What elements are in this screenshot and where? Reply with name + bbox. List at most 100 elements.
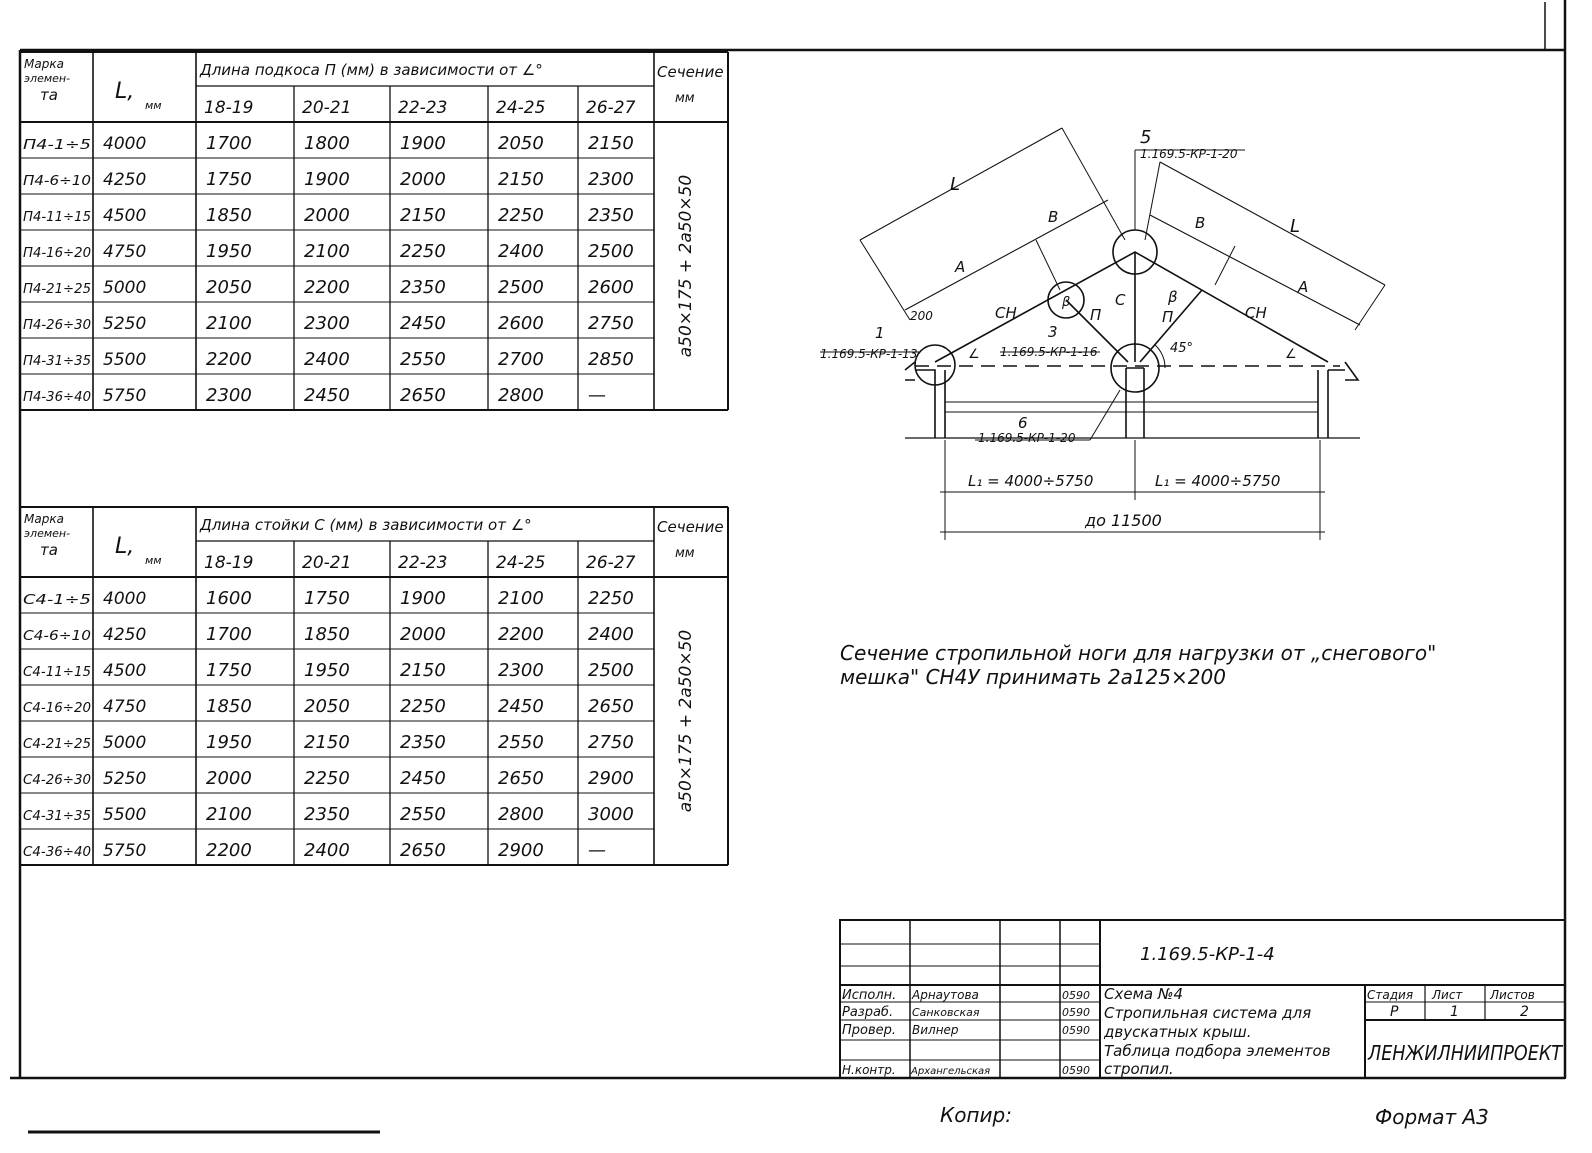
organization-name: ЛЕНЖИЛНИИПРОЕКТ xyxy=(1367,1041,1563,1065)
row-value: 1700 xyxy=(206,624,252,645)
row-value: 2450 xyxy=(400,768,446,789)
row-value: 2550 xyxy=(400,804,446,825)
header-l: L, xyxy=(115,534,134,559)
row-value: 2500 xyxy=(588,241,634,262)
section-value: а50×175 + 2а50×50 xyxy=(676,175,696,358)
row-value: 2350 xyxy=(304,804,350,825)
row-value: 1950 xyxy=(304,660,350,681)
copied-label: Копир: xyxy=(940,1103,1012,1127)
row-value: 2900 xyxy=(588,768,634,789)
label-CH-left: СН xyxy=(995,304,1017,322)
row-length: 4750 xyxy=(103,697,146,717)
row-mark: П4-16÷20 xyxy=(23,246,91,261)
label-P-left: П xyxy=(1090,306,1101,324)
row-value: 2750 xyxy=(588,732,634,753)
ref-bottom: 1.169.5-КР-1-20 xyxy=(978,431,1076,445)
label-alpha-right: ∠ xyxy=(1285,347,1297,362)
row-value: 2200 xyxy=(206,840,252,861)
row-value: 2650 xyxy=(588,696,634,717)
section-value: а50×175 + 2а50×50 xyxy=(676,630,696,813)
row-length: 4500 xyxy=(103,206,146,226)
row-value: 2350 xyxy=(400,732,446,753)
format-label: Формат А3 xyxy=(1375,1105,1489,1129)
row-value: 2300 xyxy=(206,385,252,406)
ref-mid: 1.169.5-КР-1-16 xyxy=(1000,345,1098,359)
name-2: Санковская xyxy=(912,1006,980,1019)
section-note: Сечение стропильной ноги для нагрузки от… xyxy=(840,641,1436,689)
row-value: 1850 xyxy=(206,205,252,226)
row-value: 2350 xyxy=(588,205,634,226)
row-value: 2800 xyxy=(498,385,544,406)
label-200: 200 xyxy=(910,309,933,323)
label-B-left: В xyxy=(1048,208,1058,226)
sheets-label: Листов xyxy=(1489,988,1535,1002)
name-4: Архангельская xyxy=(910,1066,990,1077)
row-value: 2200 xyxy=(206,349,252,370)
row-value: 2850 xyxy=(588,349,634,370)
row-value: 2100 xyxy=(304,241,350,262)
row-value: 2250 xyxy=(400,696,446,717)
callout-1: 1 xyxy=(875,324,885,342)
row-value: 2400 xyxy=(498,241,544,262)
row-length: 5500 xyxy=(103,805,146,825)
row-value: 2250 xyxy=(304,768,350,789)
row-value: 2150 xyxy=(304,732,350,753)
header-mark-line-1: Марка xyxy=(24,512,64,526)
sheets-value: 2 xyxy=(1520,1004,1529,1020)
row-value: 2400 xyxy=(304,349,350,370)
row-value: 2650 xyxy=(498,768,544,789)
label-beta-left: β xyxy=(1061,295,1070,310)
dim-right: L₁ = 4000÷5750 xyxy=(1155,472,1280,490)
header-group-title: Длина стойки С (мм) в зависимости от ∠° xyxy=(199,516,532,534)
row-value: 1600 xyxy=(206,588,252,609)
row-value: 1900 xyxy=(304,169,350,190)
row-mark: С4-11÷15 xyxy=(23,665,91,680)
row-value: 2000 xyxy=(400,624,446,645)
row-mark: П4-11÷15 xyxy=(23,210,91,225)
title-line-1: Схема №4 xyxy=(1104,985,1183,1003)
row-value: 2100 xyxy=(206,313,252,334)
angle-range-0: 18-19 xyxy=(204,98,253,118)
row-value: 2300 xyxy=(498,660,544,681)
row-length: 4750 xyxy=(103,242,146,262)
angle-range-2: 22-23 xyxy=(398,98,447,118)
label-CH-right: СН xyxy=(1245,304,1267,322)
role-3: Провер. xyxy=(842,1023,896,1038)
label-45: 45° xyxy=(1170,341,1193,356)
row-mark: П4-36÷40 xyxy=(23,390,91,405)
row-value: 2300 xyxy=(588,169,634,190)
row-value: 2650 xyxy=(400,840,446,861)
row-length: 4500 xyxy=(103,661,146,681)
role-4: Н.контр. xyxy=(842,1063,896,1077)
row-value: 2000 xyxy=(206,768,252,789)
header-mark-line-2: элемен- xyxy=(24,72,70,85)
name-3: Вилнер xyxy=(912,1023,959,1037)
title-line-5: стропил. xyxy=(1104,1060,1174,1078)
row-length: 4250 xyxy=(103,625,146,645)
drawing-code: 1.169.5-КР-1-4 xyxy=(1140,944,1275,965)
date-3: 0590 xyxy=(1062,1024,1090,1037)
callout-3: 3 xyxy=(1048,323,1058,341)
header-mark-line-3: та xyxy=(40,86,58,104)
angle-range-3: 24-25 xyxy=(496,553,545,573)
angle-range-0: 18-19 xyxy=(204,553,253,573)
angle-range-4: 26-27 xyxy=(586,98,636,118)
row-value: 2450 xyxy=(498,696,544,717)
label-alpha-left: ∠ xyxy=(968,347,980,362)
row-value: 1750 xyxy=(206,660,252,681)
row-mark: С4-31÷35 xyxy=(23,809,91,824)
callout-6: 6 xyxy=(1018,414,1028,432)
row-length: 5500 xyxy=(103,350,146,370)
role-1: Исполн. xyxy=(842,988,896,1003)
row-value: 2100 xyxy=(498,588,544,609)
row-mark: П4-1÷5 xyxy=(23,138,91,153)
row-value: 1900 xyxy=(400,133,446,154)
date-4: 0590 xyxy=(1062,1064,1090,1077)
header-section-line-1: Сечение xyxy=(657,63,724,81)
role-2: Разраб. xyxy=(842,1005,893,1020)
ref-left: 1.169.5-КР-1-13 xyxy=(820,347,917,361)
row-mark: С4-36÷40 xyxy=(23,845,91,860)
